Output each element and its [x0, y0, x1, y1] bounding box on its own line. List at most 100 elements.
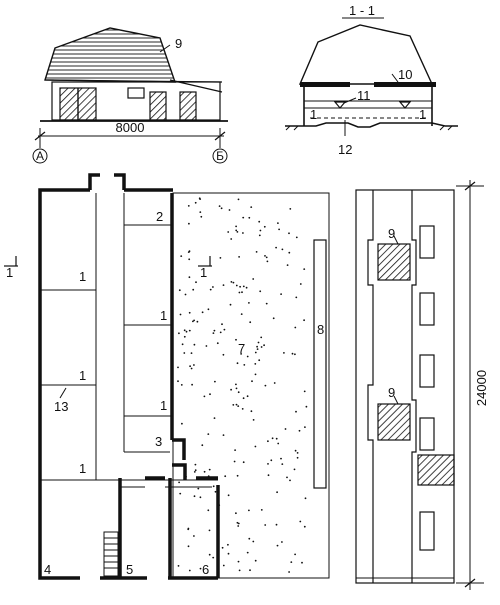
yard-dot [248, 216, 251, 219]
yard-dot [294, 353, 296, 356]
side-callout-9-top: 9 [388, 226, 395, 241]
yard-dot [286, 476, 288, 479]
yard-dot [227, 543, 229, 546]
yard-dot [263, 344, 265, 347]
room-number-8: 8 [317, 322, 324, 337]
yard-dot [250, 410, 253, 413]
yard-dot [184, 293, 187, 296]
yard-dot [259, 229, 262, 232]
yard-dot [235, 403, 238, 406]
yard-dot [178, 289, 181, 292]
yard-dot [270, 459, 273, 462]
yard-dot [177, 565, 180, 567]
section-callout-11: 11 [357, 88, 371, 103]
yard-dot [295, 296, 298, 299]
yard-dot [291, 352, 294, 355]
elevation-callout-9: 9 [175, 36, 182, 51]
yard-dot [234, 449, 237, 451]
room-number-5: 5 [126, 562, 133, 577]
yard-dot [207, 308, 210, 311]
yard-dot [227, 231, 230, 233]
elevation-dimension: 8000 [116, 120, 145, 135]
yard-dot [242, 461, 245, 464]
yard-dot [248, 509, 250, 512]
yard-dot [265, 256, 268, 259]
yard-dot [252, 540, 255, 543]
yard-dot [224, 475, 227, 478]
yard-dot [288, 232, 290, 235]
yard-dot [227, 552, 230, 555]
yard-dot [267, 463, 269, 465]
yard-dot [293, 468, 296, 471]
yard-dot [214, 490, 217, 493]
yard-dot [183, 329, 186, 332]
yard-dot [237, 198, 240, 201]
yard-dot [230, 388, 233, 391]
elevation-window [127, 87, 145, 99]
yard-dot [252, 278, 255, 280]
yard-dot [258, 234, 261, 237]
section-mark-center: 1 [200, 265, 207, 280]
yard-dot [223, 328, 226, 331]
yard-dot [235, 284, 238, 287]
yard-dot [208, 529, 211, 532]
yard-dot [178, 332, 180, 335]
yard-dot [212, 332, 215, 334]
room-number-1e: 1 [160, 398, 167, 413]
yard-dot [237, 560, 240, 563]
floor-plan: 1 1 1 1 1 1 2 1 1 3 4 5 6 7 8 13 [4, 173, 330, 580]
yard-dot [220, 207, 223, 210]
yard-dot [273, 382, 276, 384]
yard-dot [180, 255, 183, 257]
yard-dot [275, 437, 278, 440]
yard-dot [276, 491, 278, 494]
section-view: 1 - 1 10 11 12 1 1 [285, 3, 458, 157]
yard-dot [187, 528, 190, 531]
hatched-block-lower [377, 403, 411, 441]
yard-dot [250, 206, 253, 209]
yard-dot [219, 257, 222, 259]
yard-dot [213, 417, 216, 419]
yard-dot [275, 246, 277, 249]
yard-dot [240, 313, 243, 315]
yard-dot [267, 474, 270, 477]
yard-dot [276, 544, 279, 547]
yard-dot [236, 474, 239, 477]
yard-dot [298, 429, 301, 432]
yard-dot [271, 437, 274, 440]
yard-dot [178, 481, 181, 484]
yard-dot [203, 395, 206, 398]
room-number-2: 2 [156, 209, 163, 224]
yard-dot [201, 311, 204, 314]
yard-dot [187, 205, 190, 207]
yard-dot [232, 281, 235, 284]
yard-dot [201, 444, 204, 447]
yard-dot [199, 198, 202, 201]
yard-dot [236, 362, 239, 365]
yard-dot [183, 352, 186, 354]
yard-dot [265, 302, 268, 305]
yard-dot [189, 365, 192, 368]
side-view: 9 9 24000 [355, 180, 489, 590]
yard-dot [304, 426, 306, 428]
yard-dot [299, 283, 302, 285]
yard-dot [181, 343, 184, 346]
walking-yard [172, 192, 330, 579]
yard-dot [191, 383, 194, 386]
yard-dot [199, 211, 202, 214]
yard-dot [212, 286, 214, 288]
yard-dot [281, 541, 283, 543]
elevation-gate-2 [179, 91, 197, 121]
yard-dot [238, 256, 241, 258]
yard-dot [200, 215, 203, 218]
axis-label-right: Б [216, 149, 224, 163]
yard-dot [294, 326, 297, 329]
yard-dot [260, 509, 263, 511]
yard-dot [194, 469, 197, 472]
yard-dot [281, 463, 284, 465]
yard-dot [235, 383, 237, 386]
yard-dot [219, 331, 222, 334]
yard-dot [237, 391, 240, 394]
yard-dot [193, 535, 195, 537]
yard-dot [254, 363, 257, 365]
